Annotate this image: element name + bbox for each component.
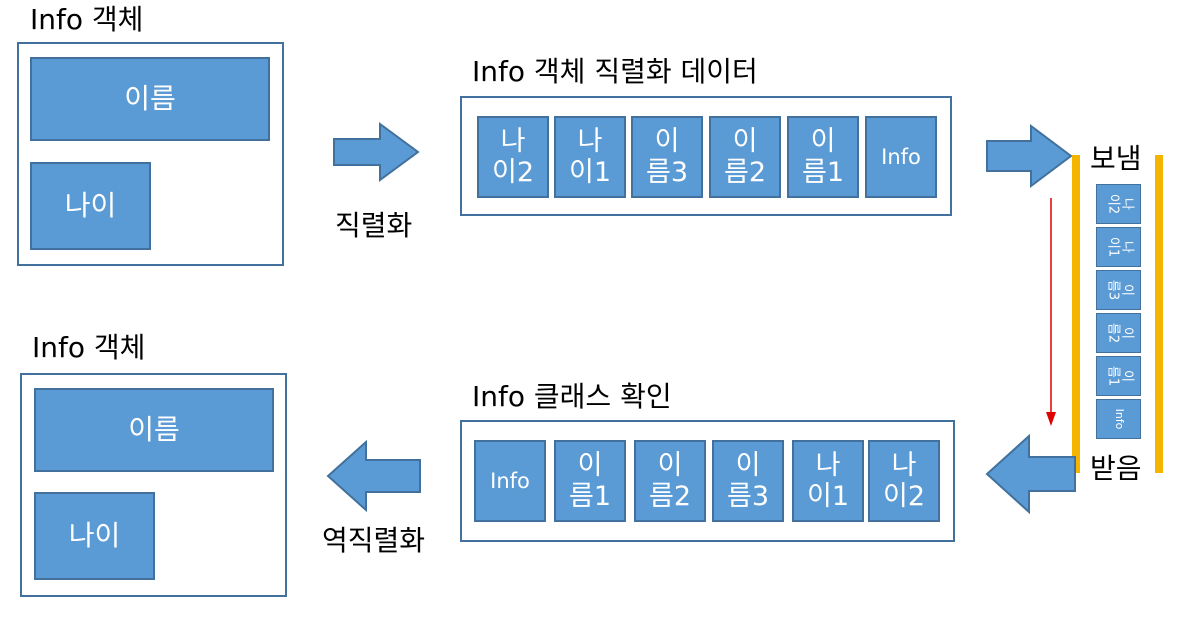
channel-right-bar <box>1155 155 1163 473</box>
transfer-cell: Info <box>1096 399 1141 439</box>
class-check-cell: 이 름1 <box>554 440 626 522</box>
receive-arrow-icon <box>985 434 1076 514</box>
serialize-label: 직렬화 <box>335 209 413 242</box>
deserialize-label: 역직렬화 <box>322 524 426 557</box>
serialized-cell: 이 름3 <box>631 116 703 198</box>
transfer-cell: 나 이2 <box>1096 184 1141 224</box>
name-field-box: 이름 <box>30 57 270 141</box>
channel-left-bar <box>1072 155 1080 473</box>
deserialize-arrow-icon <box>326 440 421 512</box>
transfer-cell-text: 이 름3 <box>1104 279 1134 301</box>
transfer-cell: 이 름2 <box>1096 313 1141 353</box>
bottom-object-frame: 이름 나이 <box>20 373 287 597</box>
name-field-box: 이름 <box>34 388 274 472</box>
age-field-box: 나이 <box>30 162 151 250</box>
serialize-arrow-icon <box>333 122 420 182</box>
transfer-flow-arrow-icon <box>1046 198 1056 426</box>
class-check-cell: 나 이2 <box>868 440 940 522</box>
receive-label: 받음 <box>1090 452 1142 485</box>
serialized-cell: 나 이2 <box>477 116 549 198</box>
class-check-cell: Info <box>474 440 546 522</box>
send-label: 보냄 <box>1090 142 1142 175</box>
class-check-cell: 이 름2 <box>634 440 706 522</box>
top-object-frame: 이름 나이 <box>17 42 284 266</box>
serialized-cell: 이 름2 <box>709 116 781 198</box>
age-field-box: 나이 <box>34 492 155 580</box>
transfer-cell: 나 이1 <box>1096 227 1141 267</box>
class-check-frame: Info 이 름1 이 름2 이 름3 나 이1 나 이2 <box>460 420 955 542</box>
serialized-cell: Info <box>865 116 937 198</box>
top-object-title: Info 객체 <box>30 3 144 36</box>
transfer-cell-text: 나 이2 <box>1104 193 1134 215</box>
transfer-cell-text: Info <box>1112 408 1126 430</box>
class-check-cell: 나 이1 <box>792 440 864 522</box>
transfer-cell-text: 나 이1 <box>1104 236 1134 258</box>
transfer-cell: 이 름1 <box>1096 356 1141 396</box>
send-arrow-icon <box>986 124 1073 188</box>
serialized-data-title: Info 객체 직렬화 데이터 <box>472 55 758 88</box>
serialized-cell: 나 이1 <box>554 116 626 198</box>
serialized-data-frame: 나 이2 나 이1 이 름3 이 름2 이 름1 Info <box>460 96 952 216</box>
transfer-cell: 이 름3 <box>1096 270 1141 310</box>
serialized-cell: 이 름1 <box>787 116 859 198</box>
class-check-cell: 이 름3 <box>712 440 784 522</box>
transfer-cell-text: 이 름1 <box>1104 365 1134 387</box>
bottom-object-title: Info 객체 <box>32 331 146 364</box>
class-check-title: Info 클래스 확인 <box>472 380 672 413</box>
transfer-cell-text: 이 름2 <box>1104 322 1134 344</box>
